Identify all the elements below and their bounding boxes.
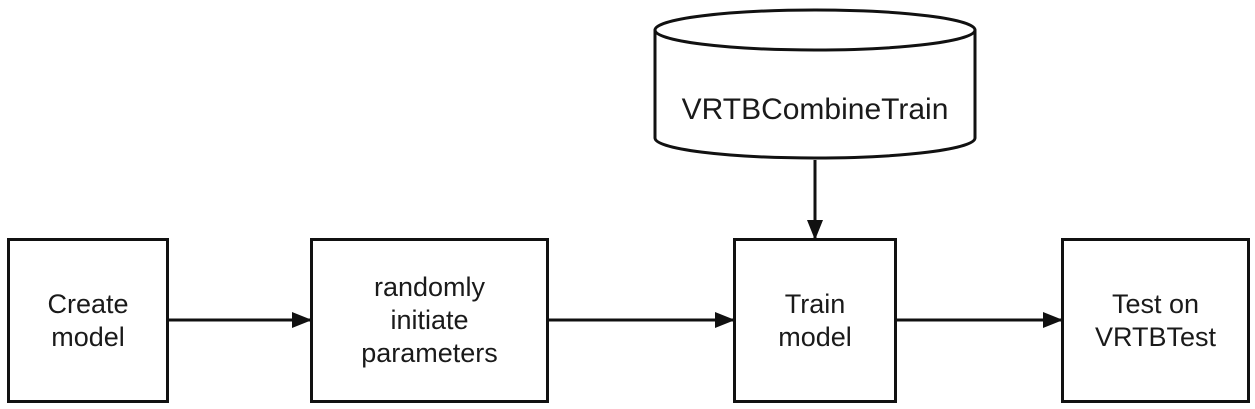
database-top: [653, 8, 977, 52]
database-cylinder: [653, 8, 977, 160]
step-randomly-initiate-parameters: randomly initiate parameters: [310, 238, 549, 403]
step-create-model-label: Create model: [47, 288, 129, 352]
database-label: VRTBCombineTrain: [681, 93, 949, 126]
database-body: [653, 30, 977, 160]
step-test-on-vrtbtest: Test on VRTBTest: [1061, 238, 1250, 403]
step-train-model-label: Train model: [778, 288, 852, 352]
step-train-model: Train model: [733, 238, 897, 403]
step-create-model: Create model: [7, 238, 169, 403]
step-test-on-vrtbtest-label: Test on VRTBTest: [1094, 288, 1217, 352]
step-randomly-initiate-parameters-label: randomly initiate parameters: [361, 272, 498, 368]
